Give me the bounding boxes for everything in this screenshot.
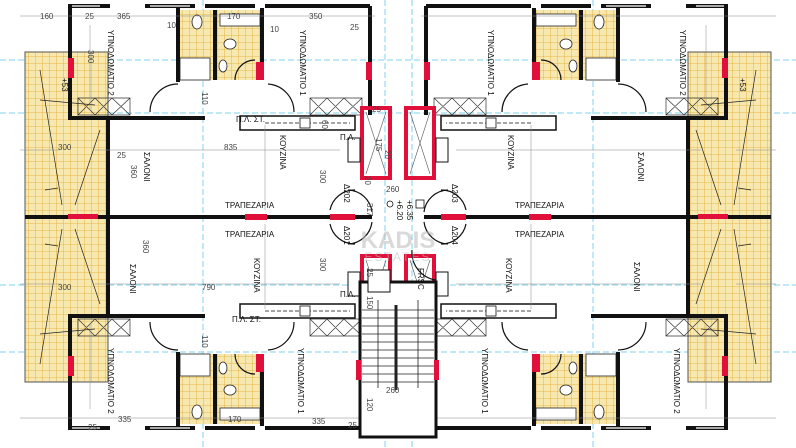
dimension: 160 [40, 12, 54, 21]
room-label-living: ΣΑΛΟΝΙ [128, 264, 137, 294]
dimension: 110 [200, 335, 209, 348]
dimension: 175 [374, 138, 383, 152]
dimension: 335 [118, 415, 132, 424]
dimension: 300 [58, 143, 72, 152]
dimension: 335 [312, 417, 326, 426]
room-label-living: ΣΑΛΟΝΙ [636, 152, 645, 182]
apartment-code: Δ201 [342, 226, 351, 245]
room-label-dining: ΤΡΑΠΕΖΑΡΙΑ [515, 201, 565, 210]
dimension: 360 [129, 165, 138, 179]
level-mark: +6.35 [405, 200, 414, 221]
dimensions-top: 160 25 365 170 350 10 10 25 300 110 300 … [40, 12, 392, 185]
dimension: 110 [200, 92, 209, 105]
dimension: 25 [365, 268, 374, 277]
room-label-bedroom1: ΥΠΝΟΔΩΜΑΤΙΟ 1 [298, 30, 307, 96]
dimension: 835 [224, 143, 238, 152]
dimension: 120 [365, 398, 374, 412]
room-label-dining: ΤΡΑΠΕΖΑΡΙΑ [515, 230, 565, 239]
appliance-label: Π.Λ. ΣΤ. [232, 315, 261, 324]
balcony-mark: +53 [60, 78, 69, 92]
dimension: 260 [386, 386, 400, 395]
dimensions-bottom: 300 790 360 300 110 335 170 335 25 [58, 240, 327, 432]
dimension: 25 [348, 421, 357, 430]
room-label-bedroom2: ΥΠΝΟΔΩΜΑΤΙΟ 2 [672, 348, 681, 414]
room-label-kitchen: ΚΟΥΖΙΝΑ [504, 258, 513, 293]
room-label-bedroom1: ΥΠΝΟΔΩΜΑΤΙΟ 1 [296, 348, 305, 414]
room-label-kitchen: ΚΟΥΖΙΝΑ [278, 135, 287, 170]
dimension: 360 [141, 240, 150, 254]
dimension: 170 [228, 415, 242, 424]
dimension: 25 [350, 23, 359, 32]
dimension: 25 [85, 12, 94, 21]
stair-core [329, 189, 467, 439]
dimension: 150 [365, 296, 374, 310]
dimension: 300 [86, 50, 95, 64]
apartment-code: Δ203 [450, 184, 459, 203]
dimension: 365 [117, 12, 131, 21]
apartment-bottom-right [404, 212, 778, 430]
dimension: 300 [58, 283, 72, 292]
dimensions-center: 260 317 25 150 260 120 25 [348, 185, 400, 430]
dimension: 25 [372, 105, 381, 114]
dimension: 170 [227, 12, 241, 21]
room-label-living: ΣΑΛΟΝΙ [142, 152, 151, 182]
appliance-label: Π.Λ. ΣΤ. [236, 115, 265, 124]
balcony-mark: +53 [738, 78, 747, 92]
room-label-bedroom1: ΥΠΝΟΔΩΜΑΤΙΟ 1 [480, 348, 489, 414]
room-label-kitchen: ΚΟΥΖΙΝΑ [252, 258, 261, 293]
dimension: 10 [167, 21, 176, 30]
dimension: 60 [320, 120, 329, 129]
watermark-subtitle: ESTATES [365, 250, 432, 264]
dimension: 25 [88, 423, 97, 432]
room-label-dining: ΤΡΑΠΕΖΑΡΙΑ [225, 201, 275, 210]
apartment-code: Δ202 [342, 184, 351, 203]
dimension: 20 [363, 176, 372, 185]
dimension: 300 [318, 258, 327, 272]
dimension: 350 [309, 12, 323, 21]
dimension: 10 [270, 25, 279, 34]
dimension: 25 [117, 151, 126, 160]
room-label-dining: ΤΡΑΠΕΖΑΡΙΑ [225, 230, 275, 239]
level-mark: +6.20 [395, 200, 404, 221]
appliance-label: Π.Λ. [340, 133, 356, 142]
room-label-bedroom2: ΥΠΝΟΔΩΜΑΤΙΟ 2 [106, 348, 115, 414]
room-label-bedroom2: ΥΠΝΟΔΩΜΑΤΙΟ 2 [106, 30, 115, 96]
door-code: FRSC [416, 268, 425, 290]
dimension: 317 [365, 203, 374, 217]
apartment-bottom-left [18, 212, 392, 430]
dimension: 300 [318, 170, 327, 184]
room-label-kitchen: ΚΟΥΖΙΝΑ [506, 135, 515, 170]
dimension: 20 [383, 150, 392, 159]
room-label-bedroom2: ΥΠΝΟΔΩΜΑΤΙΟ 2 [678, 30, 687, 96]
dimension: 790 [202, 283, 216, 292]
apartment-code: Δ204 [450, 226, 459, 245]
watermark-logo: KADIS [361, 227, 436, 254]
dimension: 260 [386, 185, 400, 194]
room-label-bedroom1: ΥΠΝΟΔΩΜΑΤΙΟ 1 [486, 30, 495, 96]
room-label-living: ΣΑΛΟΝΙ [632, 262, 641, 292]
appliance-label: Π.Λ. [340, 290, 356, 299]
